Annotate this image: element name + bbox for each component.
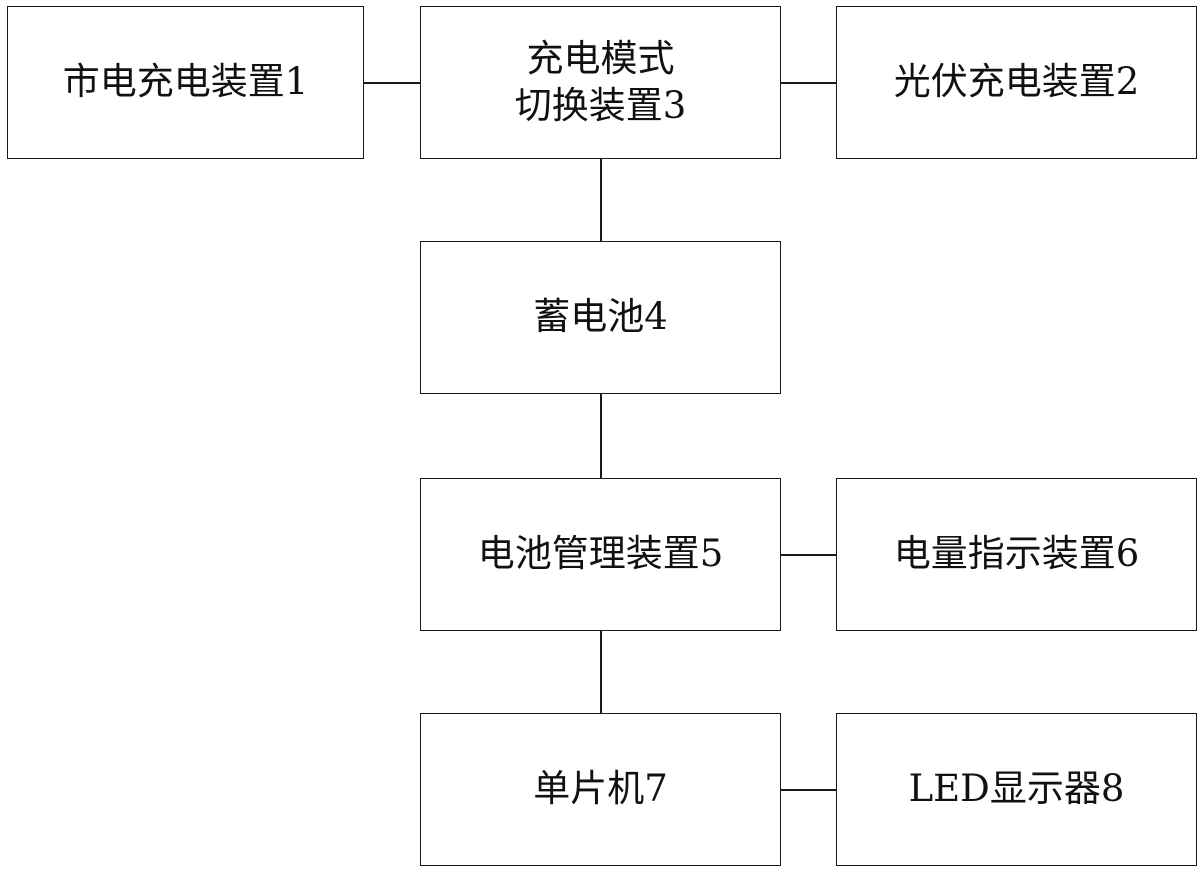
charge-mode-switch-box: 充电模式 切换装置3 xyxy=(420,6,781,159)
battery-label: 蓄电池4 xyxy=(533,295,668,339)
battery-management-label: 电池管理装置5 xyxy=(477,532,724,576)
charge-mode-switch-label-line2: 切换装置3 xyxy=(514,83,687,127)
connector-switch-to-pv xyxy=(781,82,836,84)
battery-management-box: 电池管理装置5 xyxy=(420,478,781,631)
connector-mcu-to-led xyxy=(781,789,836,791)
mcu-box: 单片机7 xyxy=(420,713,781,866)
led-display-box: LED显示器8 xyxy=(836,713,1197,866)
connector-switch-to-battery xyxy=(600,159,602,241)
connector-mains-to-switch xyxy=(364,82,420,84)
connector-battery-to-management xyxy=(600,394,602,478)
pv-charging-label: 光伏充电装置2 xyxy=(893,60,1140,104)
led-display-label: LED显示器8 xyxy=(908,767,1125,811)
mcu-label: 单片机7 xyxy=(533,767,668,811)
charge-indicator-box: 电量指示装置6 xyxy=(836,478,1197,631)
connector-management-to-mcu xyxy=(600,631,602,713)
pv-charging-box: 光伏充电装置2 xyxy=(836,6,1197,159)
charge-indicator-label: 电量指示装置6 xyxy=(893,532,1140,576)
battery-box: 蓄电池4 xyxy=(420,241,781,394)
connector-management-to-indicator xyxy=(781,554,836,556)
mains-charging-box: 市电充电装置1 xyxy=(7,6,364,159)
charge-mode-switch-label-line1: 充电模式 xyxy=(526,37,675,81)
mains-charging-label: 市电充电装置1 xyxy=(62,60,309,104)
